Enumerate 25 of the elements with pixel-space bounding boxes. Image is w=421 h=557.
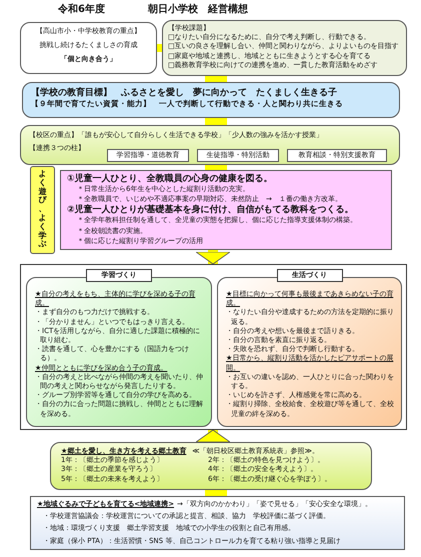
focus-box <box>20 22 157 74</box>
issue-box <box>162 20 407 76</box>
heading-text: ①児童一人ひとり、全教職員の心身の健康を図る。 <box>67 174 274 185</box>
scroll-banner <box>30 166 55 254</box>
pillar-box <box>107 149 189 162</box>
pillar-box <box>287 149 387 162</box>
goal-box <box>22 82 400 118</box>
heading-text: ②児童一人ひとりが基礎基本を身に付け、自信がもてる教科をつくる。 <box>67 205 355 216</box>
year-label: 令和6年度 <box>58 3 105 16</box>
community-box <box>30 496 405 550</box>
banner-text: よく遊び、よく学ぶ <box>38 170 47 250</box>
heading-text: 【学校の教育目標】 ふるさとを愛し 夢に向かって たくましく生きる子 <box>31 88 338 99</box>
frame-box <box>20 264 407 430</box>
connector-bar <box>205 490 227 496</box>
district-box <box>20 125 400 165</box>
local-study-box <box>50 442 372 490</box>
block-arrow <box>196 250 230 264</box>
pillar-box <box>197 149 279 162</box>
title: 朝日小学校 経営構想 <box>148 3 248 16</box>
connector-bar <box>205 118 227 125</box>
priority-box <box>60 170 392 250</box>
block-arrow <box>196 430 230 442</box>
connector-bar <box>157 44 162 52</box>
connector-bar <box>205 76 227 82</box>
connector-bar <box>205 165 227 170</box>
